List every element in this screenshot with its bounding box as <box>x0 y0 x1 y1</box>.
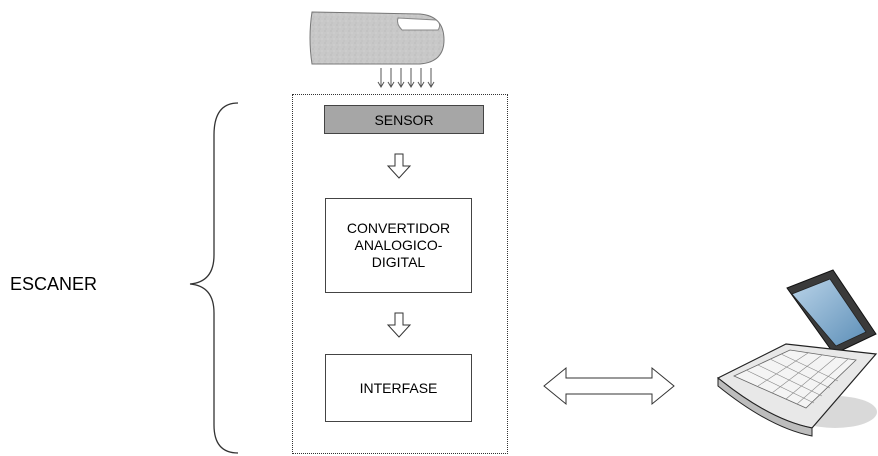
interface-block: INTERFASE <box>325 354 472 422</box>
scanner-label: ESCANER <box>10 274 98 294</box>
finger-icon <box>309 11 445 65</box>
adc-label-line-3: DIGITAL <box>371 254 426 270</box>
down-arrow-icon <box>386 153 412 179</box>
curly-brace-icon <box>189 102 239 454</box>
sensor-label: SENSOR <box>374 111 434 128</box>
light-rays-icon <box>377 68 435 88</box>
sensor-block: SENSOR <box>324 105 484 134</box>
laptop-icon <box>716 269 878 437</box>
scanner-boundary <box>292 94 508 454</box>
adc-label-line-1: CONVERTIDOR <box>346 220 451 236</box>
interface-label: INTERFASE <box>359 380 438 396</box>
down-arrow-icon <box>386 312 412 338</box>
bidirectional-arrow-icon <box>543 366 675 406</box>
adc-label-line-2: ANALOGICO- <box>354 237 443 253</box>
adc-converter-block: CONVERTIDOR ANALOGICO- DIGITAL <box>325 198 472 293</box>
